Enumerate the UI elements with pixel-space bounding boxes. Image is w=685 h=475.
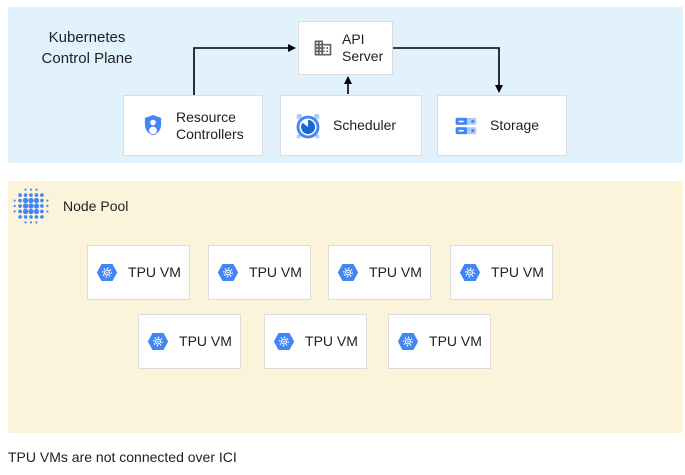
node-scheduler: Scheduler: [280, 95, 422, 156]
node-label: API Server: [342, 31, 384, 64]
node-label: TPU VM: [128, 264, 181, 280]
storage-disks-icon: [455, 117, 477, 134]
node-label: TPU VM: [305, 333, 358, 349]
node-label: Resource Controllers: [176, 108, 244, 142]
node-label: TPU VM: [179, 333, 232, 349]
alarm-clock-icon: [296, 113, 320, 138]
node-label: Storage: [490, 117, 540, 133]
dot-cluster-icon: [13, 188, 49, 224]
shield-user-icon: [144, 114, 162, 135]
tpu-hexagon-icon: [217, 263, 239, 282]
tpu-hexagon-icon: [96, 263, 118, 282]
node-tpu-vm: TPU VM: [138, 314, 241, 369]
tpu-hexagon-icon: [397, 332, 419, 351]
tpu-hexagon-icon: [147, 332, 169, 351]
node-pool-label: Node Pool: [63, 198, 129, 214]
node-label: Scheduler: [333, 117, 397, 133]
node-tpu-vm: TPU VM: [328, 245, 431, 300]
node-pool-header: Node Pool: [11, 186, 128, 226]
node-tpu-vm: TPU VM: [450, 245, 553, 300]
control-plane-label: Kubernetes Control Plane: [41, 29, 133, 67]
node-tpu-vm: TPU VM: [264, 314, 367, 369]
node-resource-controllers: Resource Controllers: [123, 95, 263, 156]
node-storage: Storage: [437, 95, 567, 156]
node-label: TPU VM: [369, 264, 422, 280]
node-tpu-vm: TPU VM: [87, 245, 190, 300]
footnote-caption: TPU VMs are not connected over ICI: [8, 449, 237, 465]
tpu-hexagon-icon: [273, 332, 295, 351]
tpu-hexagon-icon: [459, 263, 481, 282]
node-tpu-vm: TPU VM: [208, 245, 311, 300]
tpu-hexagon-icon: [337, 263, 359, 282]
node-pool-panel: [8, 181, 683, 433]
node-label: TPU VM: [491, 264, 544, 280]
building-icon: [314, 40, 332, 56]
node-label: TPU VM: [429, 333, 482, 349]
node-label: TPU VM: [249, 264, 302, 280]
node-api-server: API Server: [298, 21, 393, 75]
node-tpu-vm: TPU VM: [388, 314, 491, 369]
